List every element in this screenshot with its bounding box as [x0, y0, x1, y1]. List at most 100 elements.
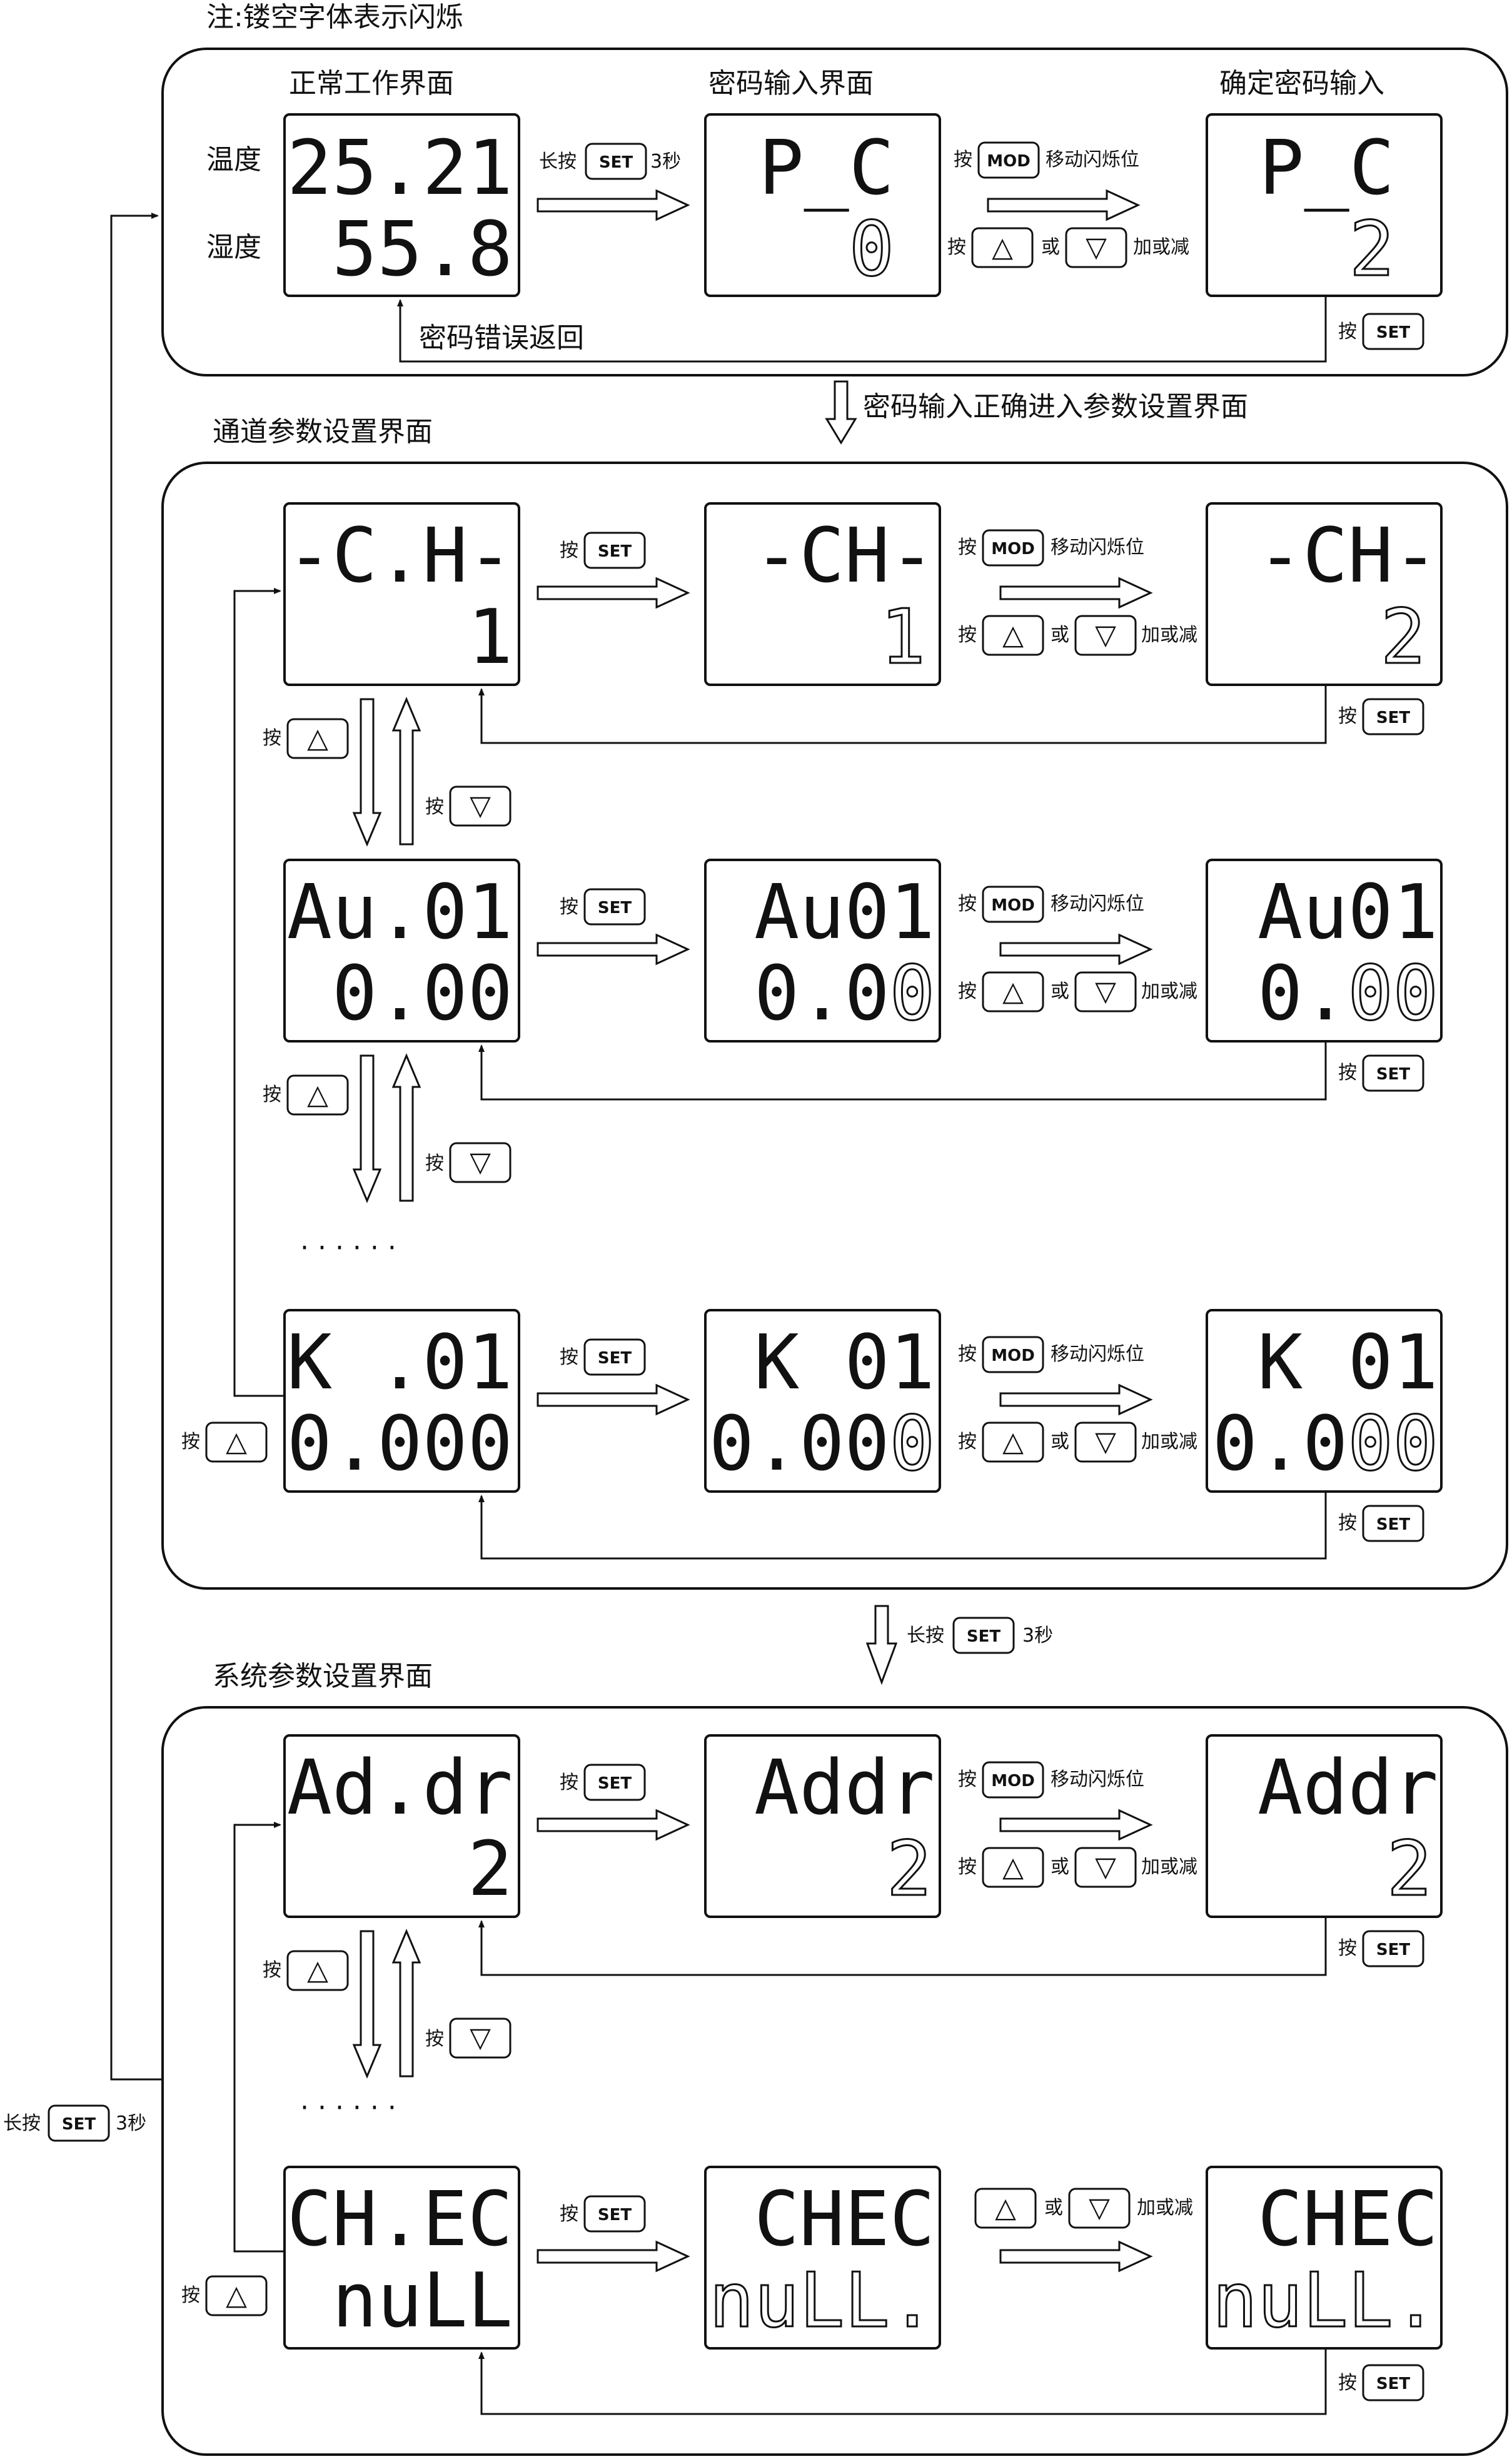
label-long-press: 长按: [539, 151, 577, 173]
display-addr-c-line2: 2: [1387, 1826, 1432, 1913]
display-addr-c: [1206, 1734, 1443, 1918]
display-au-c: [1206, 859, 1443, 1043]
set-key: [952, 1617, 1015, 1654]
arrow-addr-a-to-b: [537, 1809, 690, 1841]
display-password-line2: 0: [849, 206, 894, 293]
loop-chec-to-addr: [233, 1822, 285, 2253]
display-confirm: [1206, 113, 1443, 297]
label-press: 按: [263, 727, 281, 749]
label-inc-dec: 加或减: [1137, 2197, 1193, 2219]
label-correct-password: 密码输入正确进入参数设置界面: [863, 391, 1248, 423]
set-key: [583, 532, 646, 569]
set-key: [583, 1764, 646, 1801]
up-key: [971, 227, 1034, 268]
display-au-b-line2: 0.00: [754, 951, 935, 1038]
up-key-label: △: [307, 722, 328, 754]
label-or: 或: [1051, 1431, 1069, 1453]
set-key-label: SET: [62, 2115, 96, 2134]
mod-key-label: MOD: [991, 540, 1035, 558]
display-confirm-line1: P_C: [1259, 125, 1394, 212]
arrow-k-a-to-b: [537, 1383, 690, 1416]
set-key-label: SET: [598, 1349, 632, 1368]
display-k-a-line2: 0.000: [287, 1401, 513, 1488]
up-key: [286, 1074, 349, 1116]
label-or: 或: [1051, 981, 1069, 1002]
label-press: 按: [425, 1153, 444, 1174]
section-system-frame: [161, 1706, 1508, 2456]
up-key-label: △: [1002, 976, 1024, 1007]
label-inc-dec: 加或减: [1141, 1856, 1197, 1878]
display-ch-b-line1: -CH-: [754, 513, 935, 600]
display-au-a-line2: 0.00: [332, 951, 513, 1038]
label-inc-dec: 加或减: [1133, 236, 1189, 258]
label-move-blink: 移动闪烁位: [1051, 537, 1144, 558]
display-ch-a: [283, 502, 520, 686]
label-long-press: 长按: [907, 1625, 944, 1647]
label-press: 按: [425, 796, 444, 818]
label-inc-dec: 加或减: [1141, 981, 1197, 1002]
label-press: 按: [181, 1431, 200, 1453]
set-key-label: SET: [598, 2206, 632, 2224]
label-press: 按: [1338, 1062, 1357, 1084]
up-key: [982, 615, 1044, 656]
display-addr-c-line1: Addr: [1257, 1745, 1438, 1832]
section-normal-frame: [161, 48, 1508, 376]
display-normal-line1: 25.21: [287, 125, 513, 212]
section-channel-frame: [161, 462, 1508, 1590]
mod-key: [982, 529, 1044, 567]
set-key-label: SET: [1376, 323, 1410, 342]
arrow-au-b-to-c: [999, 933, 1153, 966]
display-ch-c-line2: 2: [1381, 594, 1426, 681]
up-key-label: △: [226, 1426, 247, 1458]
display-chec-c: [1206, 2166, 1443, 2350]
label-press: 按: [958, 537, 977, 558]
label-press: 按: [560, 1772, 578, 1794]
label-long-press: 长按: [3, 2113, 41, 2134]
label-3s: 3秒: [116, 2113, 146, 2134]
label-press: 按: [958, 1343, 977, 1365]
display-password: [704, 113, 941, 297]
loop-k-to-ch: [233, 588, 285, 1397]
up-key-label: △: [1002, 1851, 1024, 1883]
arrow-up-nav: [391, 1929, 421, 2078]
display-ch-c-line1: -CH-: [1257, 513, 1438, 600]
up-key: [286, 1950, 349, 1991]
display-addr-a-line2: 2: [468, 1826, 513, 1913]
down-key: [1074, 1847, 1137, 1888]
display-k-a-line1: K .01: [287, 1320, 513, 1406]
set-key: [48, 2104, 110, 2142]
set-key-label: SET: [599, 153, 633, 172]
set-key: [1362, 313, 1424, 350]
display-chec-b-line1: CHEC: [754, 2176, 935, 2263]
display-au-c-line2: 0.00: [1257, 951, 1438, 1038]
down-key-label: ▽: [1095, 1426, 1116, 1458]
label-press: 按: [181, 2285, 200, 2306]
display-addr-b-line2: 2: [887, 1826, 932, 1913]
label-inc-dec: 加或减: [1141, 624, 1197, 646]
down-key-label: ▽: [470, 1146, 491, 1178]
display-addr-b: [704, 1734, 941, 1918]
label-move-blink: 移动闪烁位: [1051, 1343, 1144, 1365]
up-key: [982, 971, 1044, 1012]
display-chec-a: [283, 2166, 520, 2350]
up-key: [974, 2188, 1037, 2229]
up-key: [286, 718, 349, 759]
set-key: [1362, 698, 1424, 735]
title-confirm: 确定密码输入: [1219, 68, 1384, 99]
label-press: 按: [1338, 2372, 1357, 2394]
display-chec-b: [704, 2166, 941, 2350]
mod-key-label: MOD: [991, 1346, 1035, 1365]
return-line-k: [478, 1492, 1327, 1560]
set-key: [583, 2195, 646, 2233]
label-press: 按: [958, 1769, 977, 1790]
arrow-to-password: [537, 189, 690, 221]
display-chec-b-line2: nuLL.: [709, 2258, 935, 2345]
set-key: [1362, 1505, 1424, 1542]
down-key: [1074, 971, 1137, 1012]
mod-key-label: MOD: [991, 1772, 1035, 1790]
label-press: 按: [263, 1084, 281, 1106]
display-ch-a-line2: 1: [468, 594, 513, 681]
set-key-label: SET: [1376, 1065, 1410, 1084]
display-k-c-line1: K 01: [1257, 1320, 1438, 1406]
set-key: [583, 888, 646, 926]
